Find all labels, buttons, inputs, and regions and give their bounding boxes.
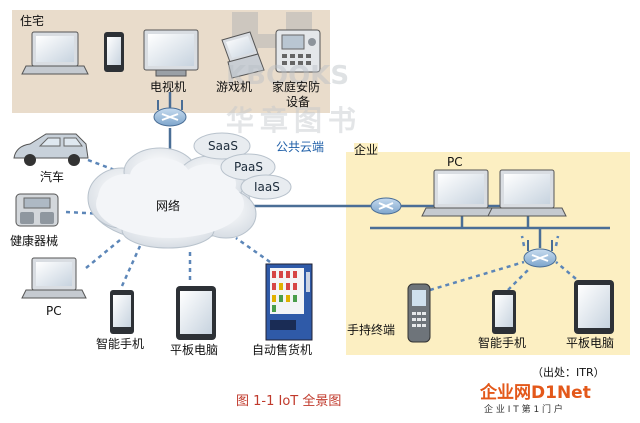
vending-machine-icon	[265, 263, 313, 341]
d1net-logo	[474, 383, 638, 409]
enterprise-pc-2-icon	[487, 169, 567, 217]
iaas-label: IaaS	[254, 180, 280, 194]
watermark-latin: KBOOKS	[226, 61, 350, 91]
smartphone-icon	[110, 290, 134, 334]
smartphone-label: 智能手机	[96, 337, 145, 351]
wireless-router-icon	[523, 240, 557, 268]
saas-label: SaaS	[208, 139, 238, 153]
home-router-icon	[153, 100, 187, 127]
enterprise-smartphone-icon	[492, 290, 516, 334]
vending-machine-label: 自动售货机	[252, 343, 313, 357]
iaas-cloud	[240, 174, 292, 200]
enterprise-smartphone-label: 智能手机	[478, 336, 527, 350]
fitness-label: 健康器械	[10, 234, 59, 248]
tablet-label: 平板电脑	[170, 343, 219, 357]
tv-label: 电视机	[150, 80, 187, 94]
enterprise-pc-label: PC	[447, 155, 463, 169]
handheld-terminal-label: 手持终端	[347, 323, 396, 337]
pc-laptop-icon	[21, 257, 87, 299]
enterprise-router-icon	[370, 197, 402, 215]
d1net-logo-main: 企业网D1Net	[480, 383, 591, 403]
source-note: （出处：ITR）	[532, 366, 605, 379]
game-console-label: 游戏机	[216, 80, 253, 94]
watermark-cjk: 华章图书	[226, 104, 363, 137]
saas-cloud	[193, 132, 251, 160]
network-label: 网络	[156, 199, 181, 213]
car-icon	[13, 133, 89, 166]
home-region-label: 住宅	[20, 14, 45, 28]
public-cloud-label: 公共云端	[276, 140, 325, 154]
paas-label: PaaS	[234, 160, 264, 174]
home-laptop-icon	[21, 31, 89, 75]
home-phone-icon	[104, 32, 124, 72]
handheld-terminal-icon	[407, 283, 431, 343]
figure-caption: 图 1-1 IoT 全景图	[236, 394, 342, 409]
d1net-logo-sub: 企 业 I T 第 1 门 户	[484, 405, 563, 415]
home-security-label-line2: 设备	[286, 95, 311, 109]
enterprise-tablet-icon	[574, 280, 614, 334]
home-security-label-line1: 家庭安防	[272, 80, 321, 94]
home-security-icon	[275, 29, 321, 73]
tv-icon	[143, 29, 199, 77]
enterprise-pc-1-icon	[421, 169, 501, 217]
tablet-icon	[176, 286, 216, 340]
enterprise-tablet-label: 平板电脑	[566, 336, 615, 350]
pc-label: PC	[46, 304, 62, 318]
fitness-equipment-icon	[15, 193, 59, 227]
car-label: 汽车	[40, 170, 65, 184]
game-console-icon	[221, 31, 265, 79]
enterprise-region-label: 企业	[354, 143, 379, 157]
wireless-links	[65, 158, 583, 292]
